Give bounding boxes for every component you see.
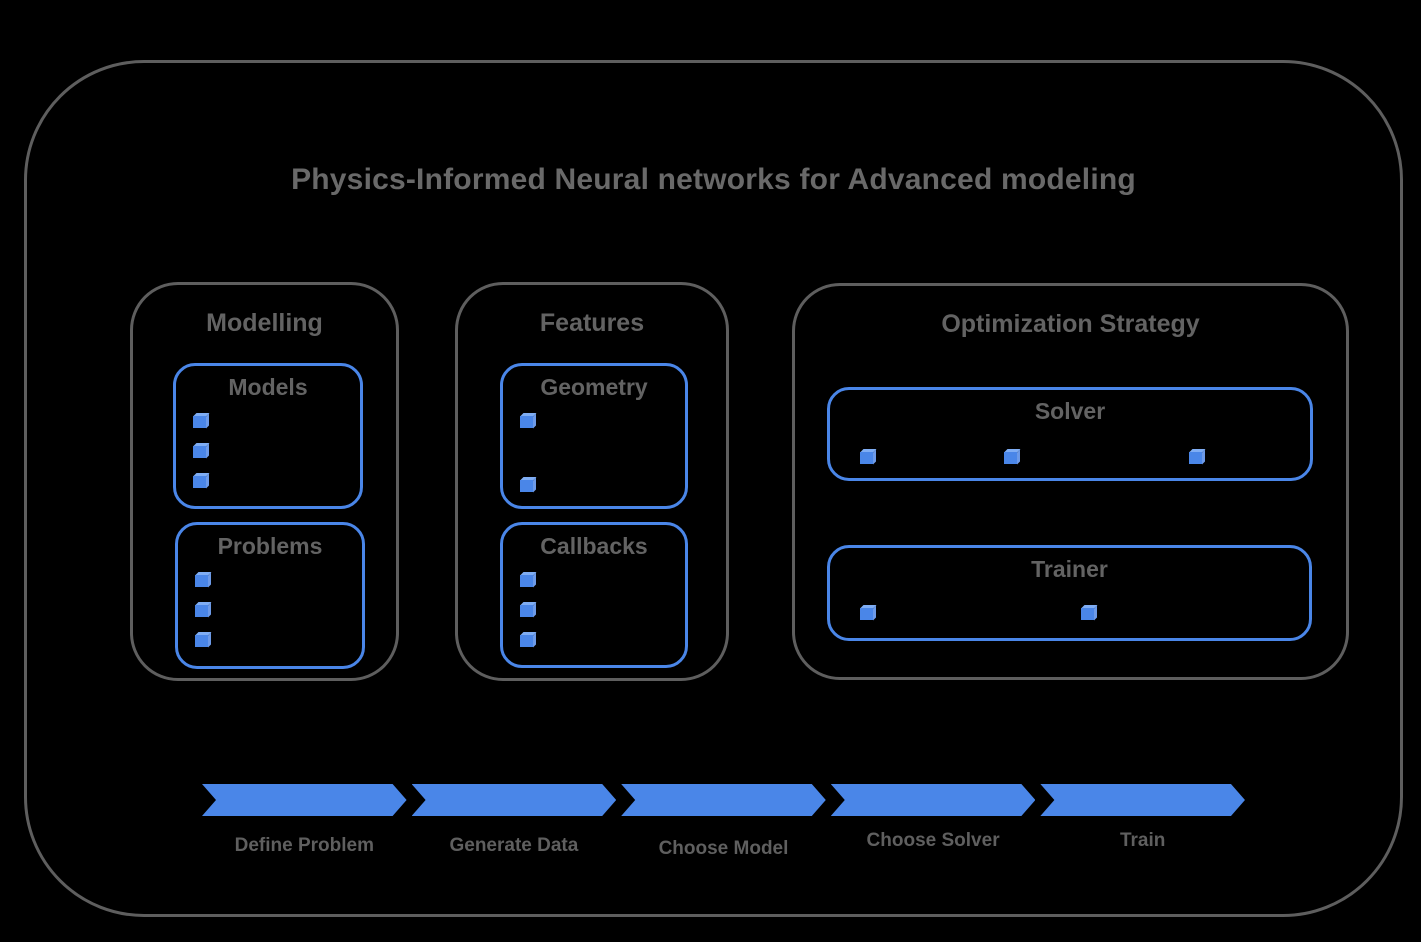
pipeline-step-label: Define Problem xyxy=(234,835,374,856)
pipeline-arrow xyxy=(831,784,1036,816)
item-cube-icon xyxy=(195,605,208,617)
pipeline-arrow xyxy=(412,784,617,816)
panel-problems-title: Problems xyxy=(217,533,323,559)
outer-frame: Physics-Informed Neural networks for Adv… xyxy=(24,60,1403,917)
group-modelling-title: Modelling xyxy=(206,309,323,337)
item-cube-icon xyxy=(1189,452,1202,464)
item-cube-icon xyxy=(520,605,533,617)
pipeline-step-label: Choose Model xyxy=(658,838,789,859)
panel-callbacks: Callbacks xyxy=(500,522,688,668)
models-item-list xyxy=(193,416,206,488)
group-optimization-strategy: Optimization Strategy Solver Trainer xyxy=(792,283,1349,680)
pipeline-step-label: Choose Solver xyxy=(866,830,1000,851)
panel-solver: Solver xyxy=(827,387,1313,481)
pipeline-arrow xyxy=(1040,784,1245,816)
panel-problems: Problems xyxy=(175,522,365,669)
diagram-title: Physics-Informed Neural networks for Adv… xyxy=(291,163,1136,196)
item-cube-icon xyxy=(860,608,873,620)
problems-item-list xyxy=(195,575,208,647)
trainer-item-list xyxy=(830,548,1309,638)
item-cube-icon xyxy=(193,476,206,488)
panel-models: Models xyxy=(173,363,363,509)
panel-solver-title: Solver xyxy=(1034,398,1106,424)
group-optimization-title: Optimization Strategy xyxy=(941,310,1200,338)
pipeline-step-label: Train xyxy=(1119,830,1166,851)
item-cube-icon xyxy=(860,452,873,464)
solver-item-list xyxy=(830,390,1310,478)
callbacks-item-list xyxy=(520,575,533,647)
panel-trainer-title: Trainer xyxy=(1031,556,1108,582)
item-cube-icon xyxy=(1081,608,1094,620)
panel-models-title: Models xyxy=(228,374,308,400)
item-cube-icon xyxy=(195,635,208,647)
pipeline-step-label: Generate Data xyxy=(449,835,579,856)
item-cube-icon xyxy=(520,480,533,492)
group-modelling: Modelling Models Problems xyxy=(130,282,399,681)
item-cube-icon xyxy=(193,416,206,428)
pipeline-arrow-row xyxy=(202,784,1245,816)
item-cube-icon xyxy=(520,635,533,647)
item-cube-icon xyxy=(520,416,533,428)
item-cube-icon xyxy=(195,575,208,587)
panel-callbacks-title: Callbacks xyxy=(540,533,648,559)
panel-trainer: Trainer xyxy=(827,545,1312,641)
group-features-title: Features xyxy=(539,309,645,337)
panel-geometry-title: Geometry xyxy=(540,374,648,400)
item-cube-icon xyxy=(193,446,206,458)
group-features: Features Geometry Callbacks xyxy=(455,282,729,681)
pipeline-arrow xyxy=(621,784,826,816)
item-cube-icon xyxy=(520,575,533,587)
panel-geometry: Geometry xyxy=(500,363,688,509)
pipeline-arrow xyxy=(202,784,407,816)
geometry-item-list xyxy=(520,416,533,492)
pipeline-label-row: Define Problem Generate Data Choose Mode… xyxy=(202,830,1245,859)
item-cube-icon xyxy=(1004,452,1017,464)
